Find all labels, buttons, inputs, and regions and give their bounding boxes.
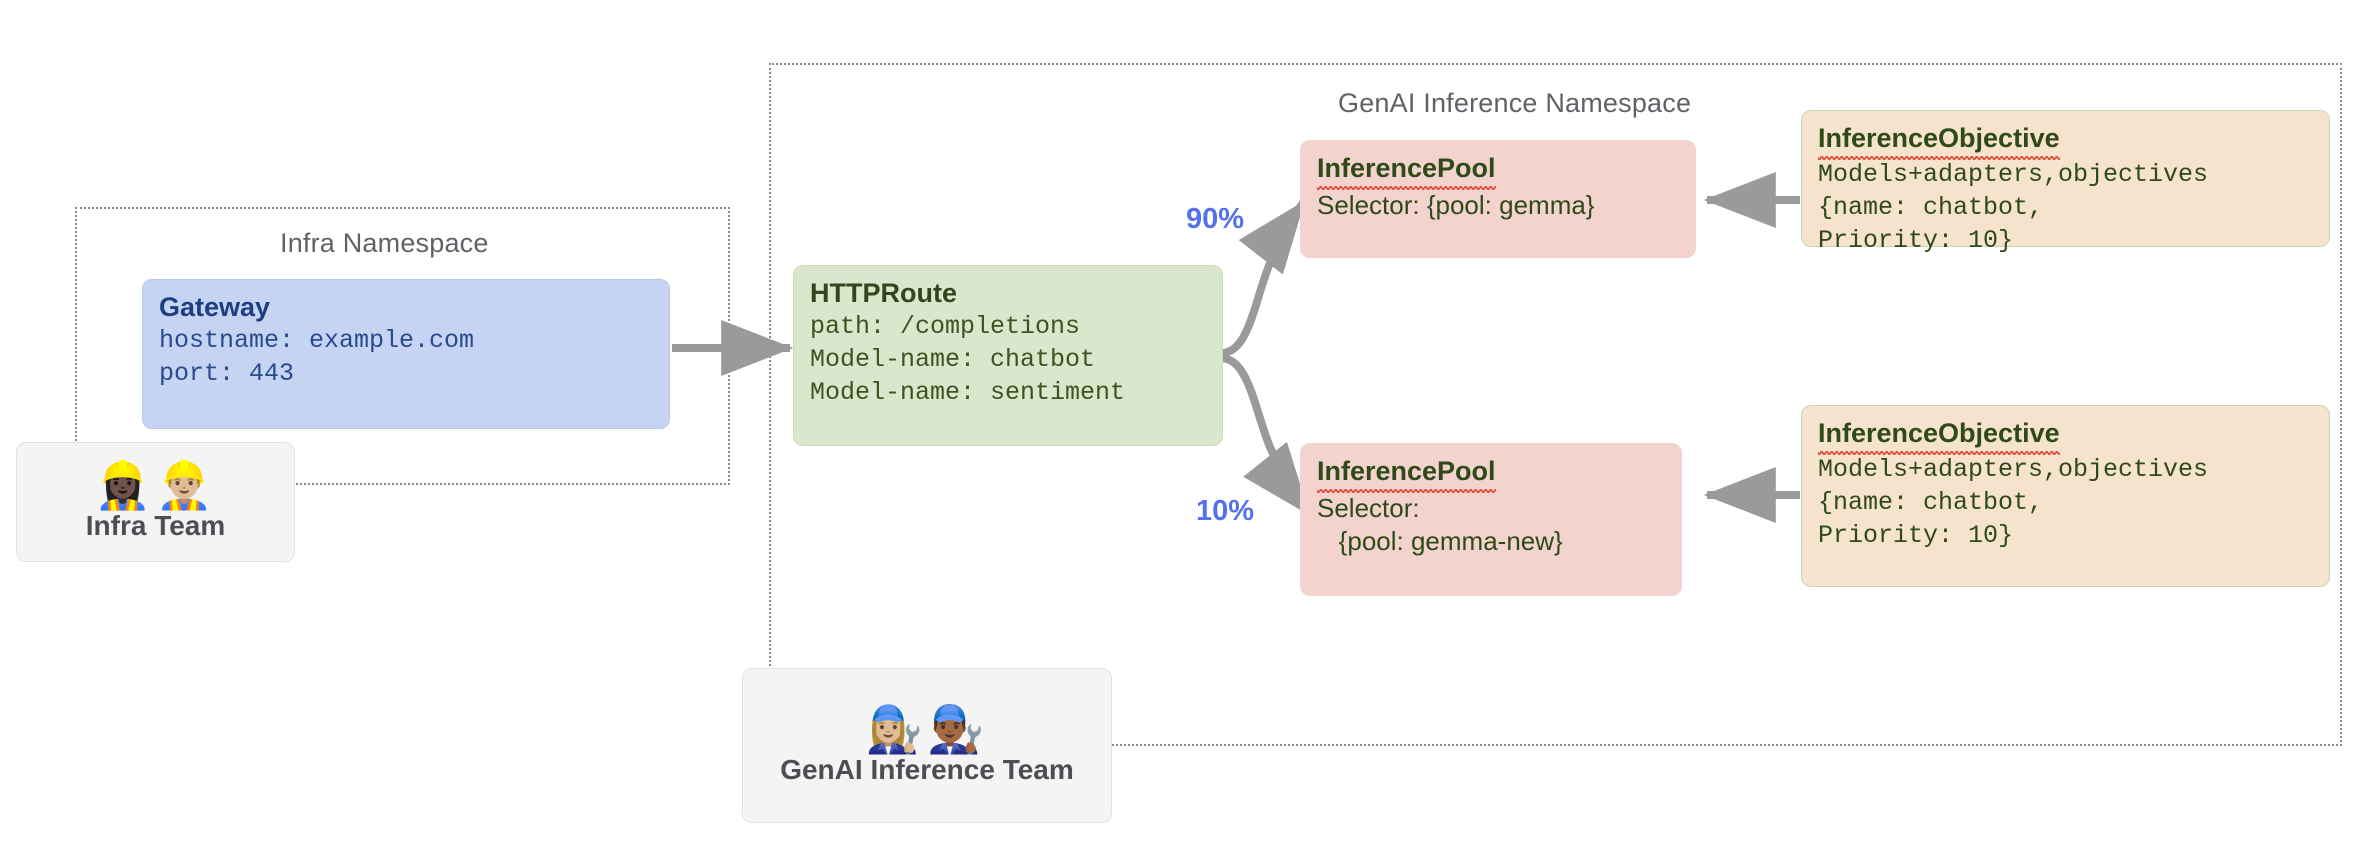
httproute-line-model-sentiment: Model-name: sentiment xyxy=(810,377,1126,407)
httproute-line-model-chatbot: Model-name: chatbot xyxy=(810,344,1096,374)
gateway-title: Gateway xyxy=(159,292,271,322)
inferenceobjective-top-line-models: Models+adapters,objectives xyxy=(1818,159,2209,189)
gateway-card[interactable]: Gateway hostname: example.com port: 443 xyxy=(142,279,670,429)
inferencepool-gemma-card[interactable]: InferencePool Selector: {pool: gemma} xyxy=(1300,140,1696,258)
httproute-line-path: path: /completions xyxy=(810,311,1081,341)
inferencepool-gemma-title: InferencePool xyxy=(1317,153,1679,190)
weight-label-90: 90% xyxy=(1186,203,1245,235)
infra-team-emoji: 👷🏿‍♀️👷🏼‍♂️ xyxy=(94,458,217,512)
gateway-line-port: port: 443 xyxy=(159,358,295,388)
weight-label-10: 10% xyxy=(1196,495,1255,527)
infra-team-label: Infra Team xyxy=(85,510,226,541)
inferenceobjective-top-line-name: {name: chatbot, xyxy=(1818,192,2044,222)
genai-team-label: GenAI Inference Team xyxy=(780,753,1074,785)
team-chip-infra[interactable]: 👷🏿‍♀️👷🏼‍♂️ Infra Team xyxy=(16,442,295,562)
inferencepool-gemma-selector: Selector: {pool: gemma} xyxy=(1317,189,1595,220)
inferenceobjective-top-title: InferenceObjective xyxy=(1818,123,2313,160)
inferencepool-gemma-new-title-text: InferencePool xyxy=(1317,456,1496,493)
inferencepool-gemma-title-text: InferencePool xyxy=(1317,153,1496,190)
inferenceobjective-bottom-title: InferenceObjective xyxy=(1818,418,2313,455)
inferenceobjective-top-title-text: InferenceObjective xyxy=(1818,123,2060,160)
inferencepool-gemma-new-card[interactable]: InferencePool Selector: {pool: gemma-new… xyxy=(1300,443,1682,596)
namespace-genai xyxy=(769,63,2342,746)
inferenceobjective-bottom-line-name: {name: chatbot, xyxy=(1818,487,2044,517)
namespace-genai-title: GenAI Inference Namespace xyxy=(1338,88,1692,118)
inferenceobjective-bottom-card[interactable]: InferenceObjective Models+adapters,objec… xyxy=(1801,405,2330,587)
inferencepool-gemma-new-selector-value: {pool: gemma-new} xyxy=(1317,526,1563,557)
genai-team-emoji: 👩🏼‍🔧👨🏾‍🔧 xyxy=(865,701,989,756)
team-chip-genai[interactable]: 👩🏼‍🔧👨🏾‍🔧 GenAI Inference Team xyxy=(742,668,1112,823)
inferenceobjective-bottom-line-models: Models+adapters,objectives xyxy=(1818,454,2209,484)
inferencepool-gemma-new-title: InferencePool xyxy=(1317,456,1665,493)
namespace-infra-title: Infra Namespace xyxy=(280,228,489,258)
inferencepool-gemma-new-selector-key: Selector: xyxy=(1317,492,1420,523)
inferenceobjective-top-line-priority: Priority: 10} xyxy=(1818,225,2014,255)
inferenceobjective-top-card[interactable]: InferenceObjective Models+adapters,objec… xyxy=(1801,110,2330,255)
gateway-line-hostname: hostname: example.com xyxy=(159,325,475,355)
httproute-title: HTTPRoute xyxy=(810,278,957,308)
httproute-card[interactable]: HTTPRoute path: /completions Model-name:… xyxy=(793,265,1223,446)
inferenceobjective-bottom-line-priority: Priority: 10} xyxy=(1818,520,2014,550)
inferenceobjective-bottom-title-text: InferenceObjective xyxy=(1818,418,2060,455)
